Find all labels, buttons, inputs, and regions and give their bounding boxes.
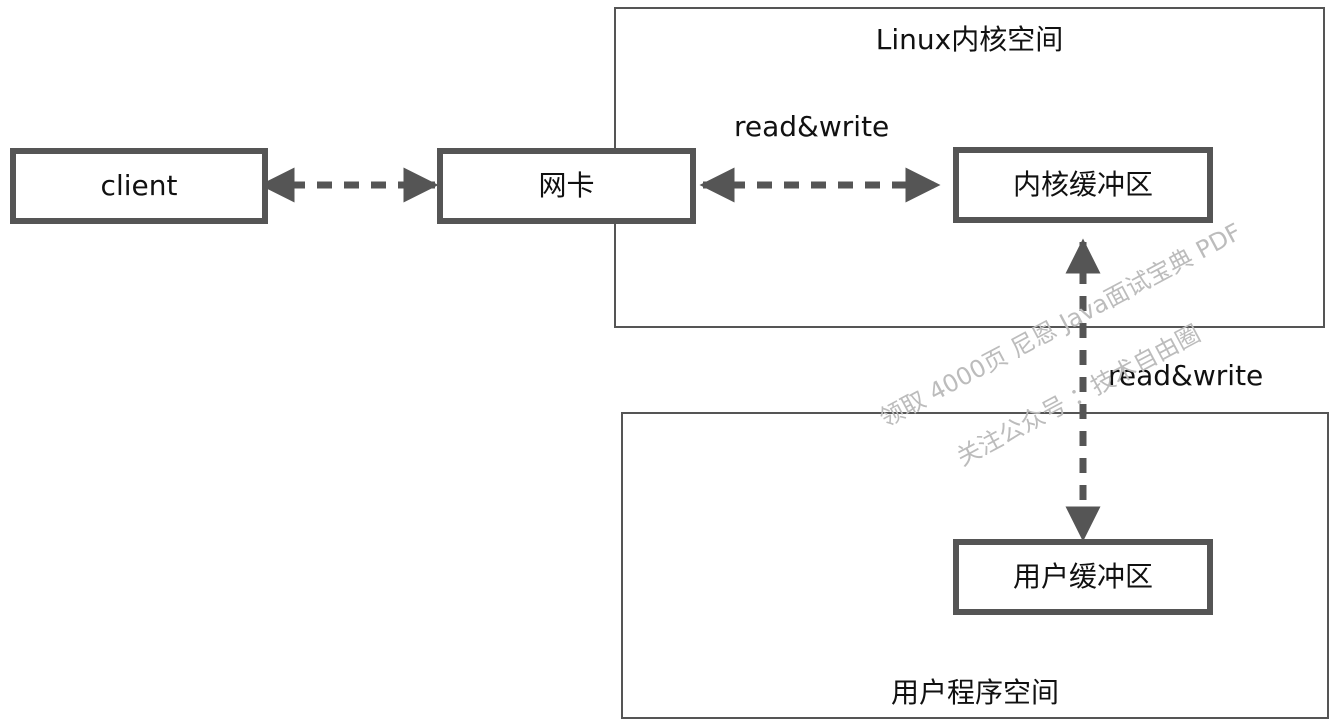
client-node: client <box>10 148 268 224</box>
nic-node: 网卡 <box>437 148 696 224</box>
kernel-buffer-node-label: 内核缓冲区 <box>1012 168 1153 201</box>
nic-kernel-edge-label: read&write <box>734 110 890 143</box>
kernel-user-edge-label: read&write <box>1108 359 1264 392</box>
nic-node-label: 网卡 <box>538 169 595 202</box>
client-node-label: client <box>100 169 178 202</box>
kernel-buffer-node: 内核缓冲区 <box>953 147 1213 223</box>
user-buffer-node: 用户缓冲区 <box>953 539 1213 615</box>
user-buffer-node-label: 用户缓冲区 <box>1012 560 1153 593</box>
linux-kernel-space-title: Linux内核空间 <box>875 23 1064 56</box>
user-program-space-title: 用户程序空间 <box>890 676 1059 709</box>
user-program-space-region: 用户程序空间 <box>621 412 1329 719</box>
